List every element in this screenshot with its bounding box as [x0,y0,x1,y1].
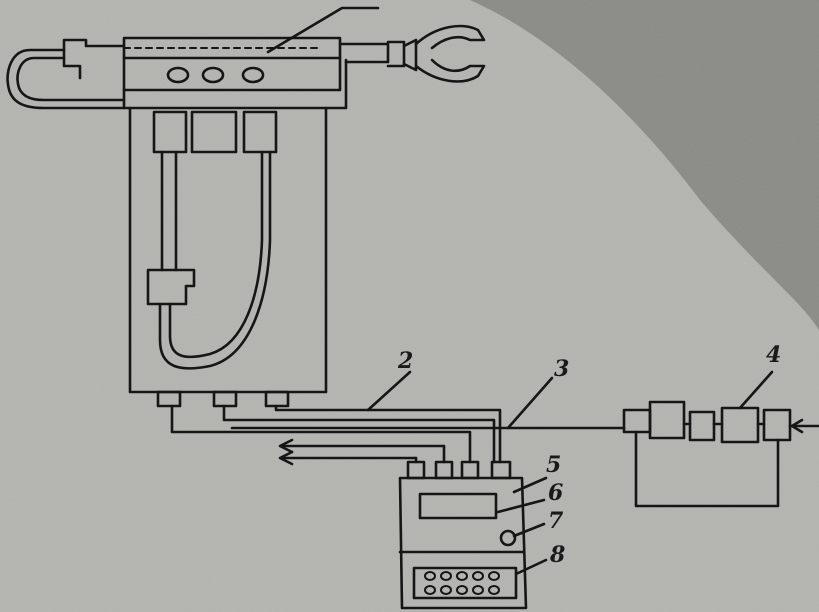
curved-hose-inner [168,150,264,359]
callout-leader-5 [512,476,548,494]
arrow-head-2 [278,450,294,466]
control-keypad [412,566,518,600]
callout-leader-4 [738,370,774,410]
gripper-finger-lower [414,58,486,83]
valve-block [146,268,196,306]
gripper-finger-upper [414,24,486,50]
cabinet-connector-3 [242,110,278,154]
wire-2 [274,404,502,464]
converter-chain [622,370,819,508]
cabinet-bottom-port-1 [156,390,182,408]
left-fitting [62,38,126,80]
wiring [170,370,626,466]
callout-leader-3 [506,376,554,430]
control-display [418,492,498,520]
callout-3: 3 [554,356,569,382]
callout-8: 8 [549,542,565,568]
callout-4: 4 [766,342,781,368]
curved-hose-outer [158,150,272,370]
gripper-mount [402,38,418,72]
control-indicator [499,529,517,547]
arrow-head-1 [278,438,294,454]
callout-5: 5 [546,452,561,478]
arm-hole-1 [166,66,190,84]
arm-hole-2 [201,66,225,84]
wire-b [222,404,496,464]
cabinet-connector-1 [152,110,188,154]
wire-a [170,404,472,464]
callout-leader-2 [366,370,412,412]
callout-6: 6 [548,480,563,506]
callout-leader-8 [514,558,548,576]
robot-arm [6,6,486,110]
callout-leader-7 [512,522,546,538]
arm-hole-3 [241,66,265,84]
control-housing [398,476,528,610]
callout-leader-top [266,6,380,54]
chain-feedback-loop [634,430,780,508]
chain-block-2 [648,400,686,440]
keypad-buttons [424,571,500,595]
chain-input-arrow [790,418,804,434]
forearm [338,42,390,64]
arm-body [122,36,342,92]
cabinet-connector-2 [190,110,238,154]
robot-cabinet [128,106,328,408]
callout-7: 7 [548,508,564,534]
control-unit [398,460,548,610]
hose-loop-outer [6,48,126,110]
callout-leader-6 [496,498,546,514]
chain-block-3 [688,410,716,442]
callout-2: 2 [397,348,413,374]
hose-loop-inner [16,56,126,102]
wrist-joint [386,40,406,68]
